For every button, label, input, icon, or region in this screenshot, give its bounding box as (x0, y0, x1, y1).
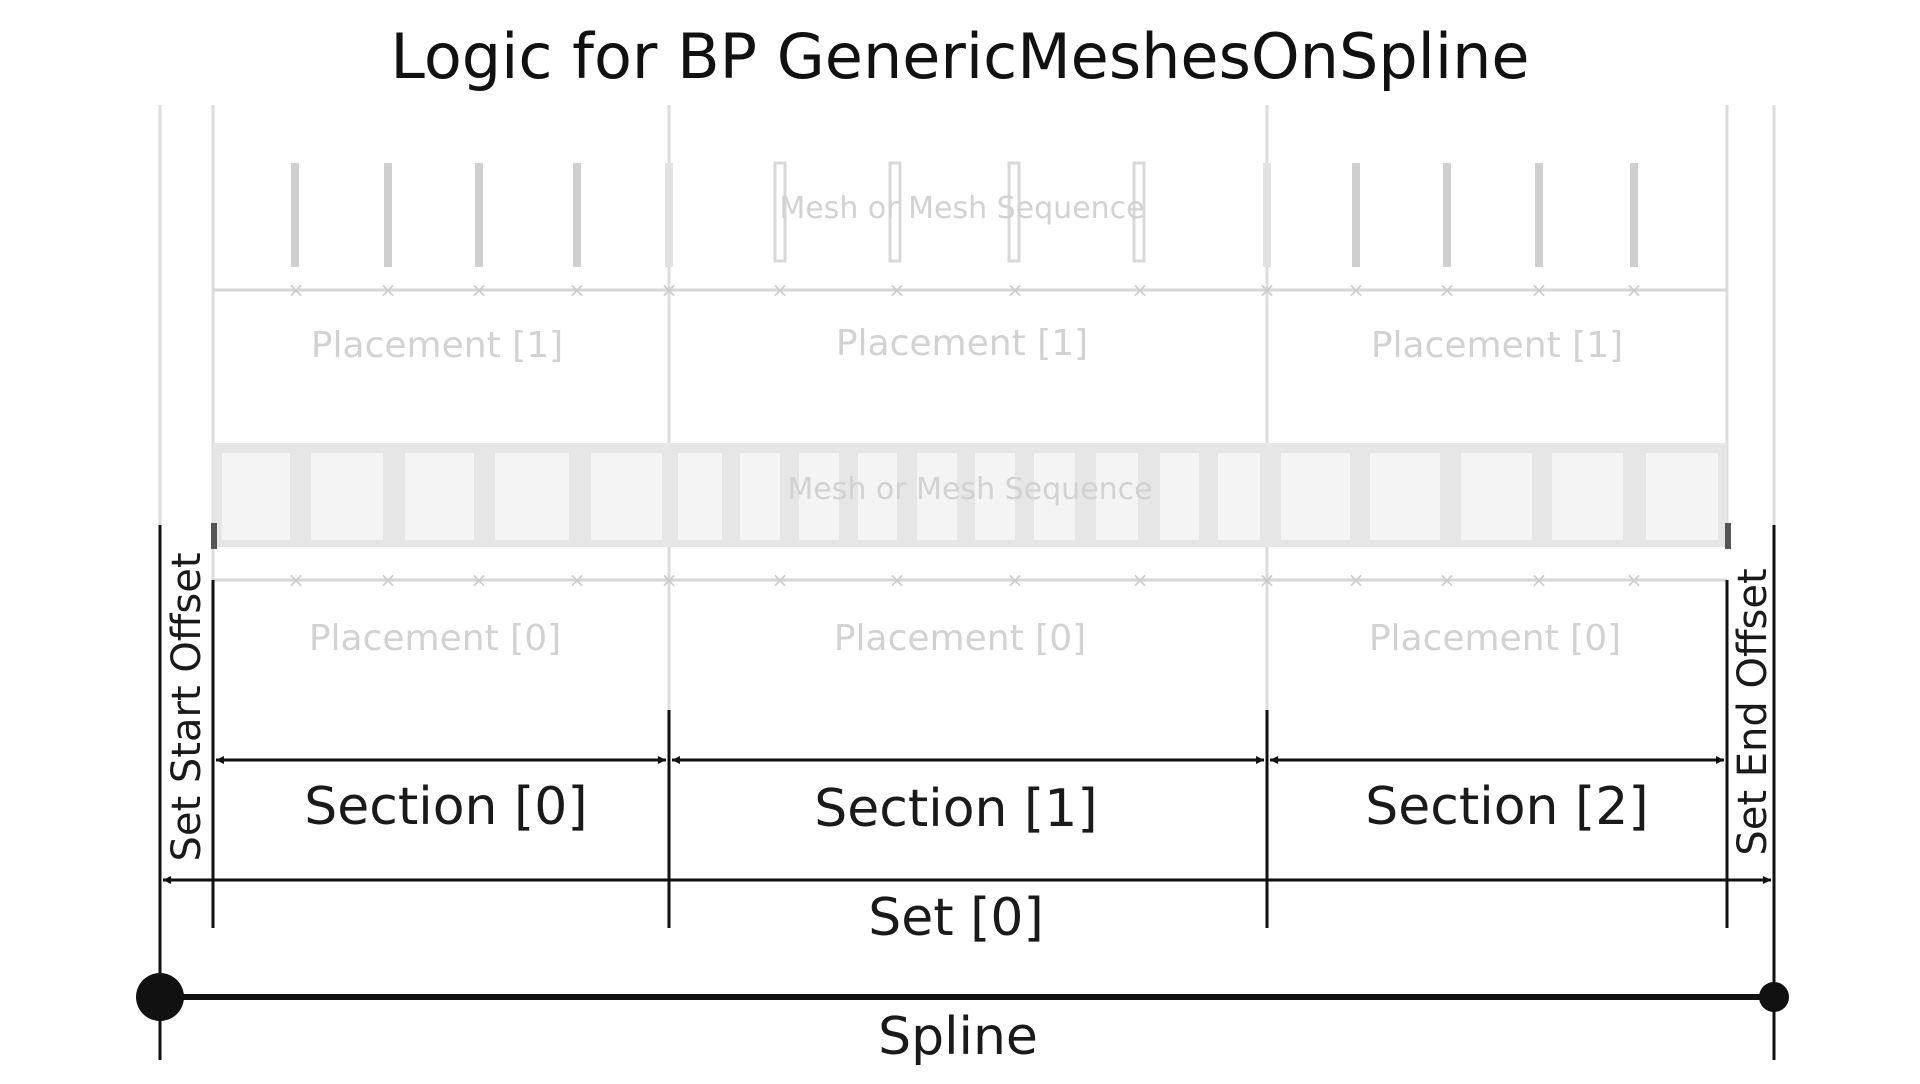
spline-start-point (136, 973, 184, 1021)
ghost-tick: × (772, 568, 789, 592)
ghost-strip-cell (1096, 453, 1138, 540)
ghost-strip-cell (591, 453, 662, 540)
ghost-tick: × (889, 278, 906, 302)
ghost-tick: × (1007, 278, 1024, 302)
ghost-tick: × (569, 568, 586, 592)
start-offset-label: Set Start Offset (164, 552, 210, 861)
ghost-strip-cell (1646, 453, 1718, 540)
ghost-strip-cell (740, 453, 780, 540)
ghost-tick: × (1348, 568, 1365, 592)
ghost-strip-cell (1370, 453, 1440, 540)
ghost-mesh-bar (1535, 163, 1543, 267)
ghost-strip-cell (495, 453, 569, 540)
strip-start-tab (211, 523, 217, 549)
ghost-tick: × (1439, 278, 1456, 302)
ghost-tick: × (1259, 568, 1276, 592)
ghost-tick: × (1348, 278, 1365, 302)
ghost-strip-cell (1034, 453, 1075, 540)
ghost-mesh-bar (573, 163, 581, 267)
section-label-1: Section [1] (814, 779, 1097, 839)
placement-top-label-2: Placement [1] (1371, 325, 1623, 366)
ghost-tick: × (1259, 278, 1276, 302)
section-label-0: Section [0] (304, 777, 587, 837)
placement-bottom-label-1: Placement [0] (834, 618, 1086, 659)
mesh-label-top: Mesh or Mesh Sequence (779, 191, 1144, 226)
ghost-tick: × (889, 568, 906, 592)
end-offset-label: Set End Offset (1730, 568, 1776, 855)
ghost-strip-cell (405, 453, 474, 540)
ghost-mesh-strip (213, 443, 1727, 547)
ghost-tick: × (1531, 568, 1548, 592)
ghost-mesh-bar (1443, 163, 1451, 267)
ghost-tick: × (471, 278, 488, 302)
ghost-tick: × (288, 568, 305, 592)
ghost-mesh-bar (384, 163, 392, 267)
ghost-strip-cell (917, 453, 957, 540)
ghost-tick: × (1626, 278, 1643, 302)
ghost-strip-cell (799, 453, 839, 540)
ghost-tick: × (380, 278, 397, 302)
ghost-tick: × (1626, 568, 1643, 592)
spline-label: Spline (878, 1007, 1038, 1067)
ghost-tick: × (1132, 568, 1149, 592)
ghost-tick: × (471, 568, 488, 592)
ghost-mesh-outline (888, 161, 902, 263)
ghost-tick: × (569, 278, 586, 302)
ghost-mesh-bar (475, 163, 483, 267)
placement-bottom-label-2: Placement [0] (1369, 618, 1621, 659)
ghost-tick: × (288, 278, 305, 302)
ghost-strip-cell (1218, 453, 1260, 540)
spline-end-point (1759, 982, 1789, 1012)
ghost-strip-cell (222, 453, 290, 540)
ghost-mesh-bar (1263, 163, 1271, 267)
ghost-mesh-bar (291, 163, 299, 267)
ghost-strip-cell (311, 453, 383, 540)
ghost-strip-cell (1461, 453, 1532, 540)
ghost-strip-cell (1160, 453, 1199, 540)
ghost-tick: × (1007, 568, 1024, 592)
ghost-tick: × (1439, 568, 1456, 592)
diagram-title: Logic for BP GenericMeshesOnSpline (390, 20, 1529, 93)
strip-end-tab (1725, 523, 1731, 549)
ghost-strip-cell (678, 453, 722, 540)
ghost-tick: × (772, 278, 789, 302)
ghost-mesh-outline (773, 161, 787, 263)
ghost-mesh-outline (1132, 161, 1146, 263)
section-label-2: Section [2] (1365, 777, 1648, 837)
dark-guides (158, 525, 1776, 1060)
ghost-mesh-row-top (291, 161, 1638, 267)
ghost-tick: × (1132, 278, 1149, 302)
placement-top-label-0: Placement [1] (311, 325, 563, 366)
placement-bottom-label-0: Placement [0] (309, 618, 561, 659)
ghost-strip-cell (1281, 453, 1350, 540)
placement-top-label-1: Placement [1] (836, 323, 1088, 364)
ghost-strip-cell (975, 453, 1015, 540)
ghost-tick-marks-top: × × × × × × × × × × × × × × (288, 278, 1643, 302)
ghost-mesh-outline (1007, 161, 1021, 263)
mesh-label-bottom: Mesh or Mesh Sequence (787, 472, 1152, 507)
ghost-mesh-bar (1352, 163, 1360, 267)
ghost-mesh-bar (665, 163, 673, 267)
set-label: Set [0] (868, 888, 1044, 948)
ghost-tick: × (1531, 278, 1548, 302)
ghost-strip-cell (1552, 453, 1623, 540)
ghost-tick: × (661, 278, 678, 302)
ghost-tick: × (661, 568, 678, 592)
ghost-strip-cell (858, 453, 897, 540)
ghost-mesh-bar (1630, 163, 1638, 267)
ghost-tick-marks-bottom: × × × × × × × × × × × × × × (288, 568, 1643, 592)
ghost-tick: × (380, 568, 397, 592)
